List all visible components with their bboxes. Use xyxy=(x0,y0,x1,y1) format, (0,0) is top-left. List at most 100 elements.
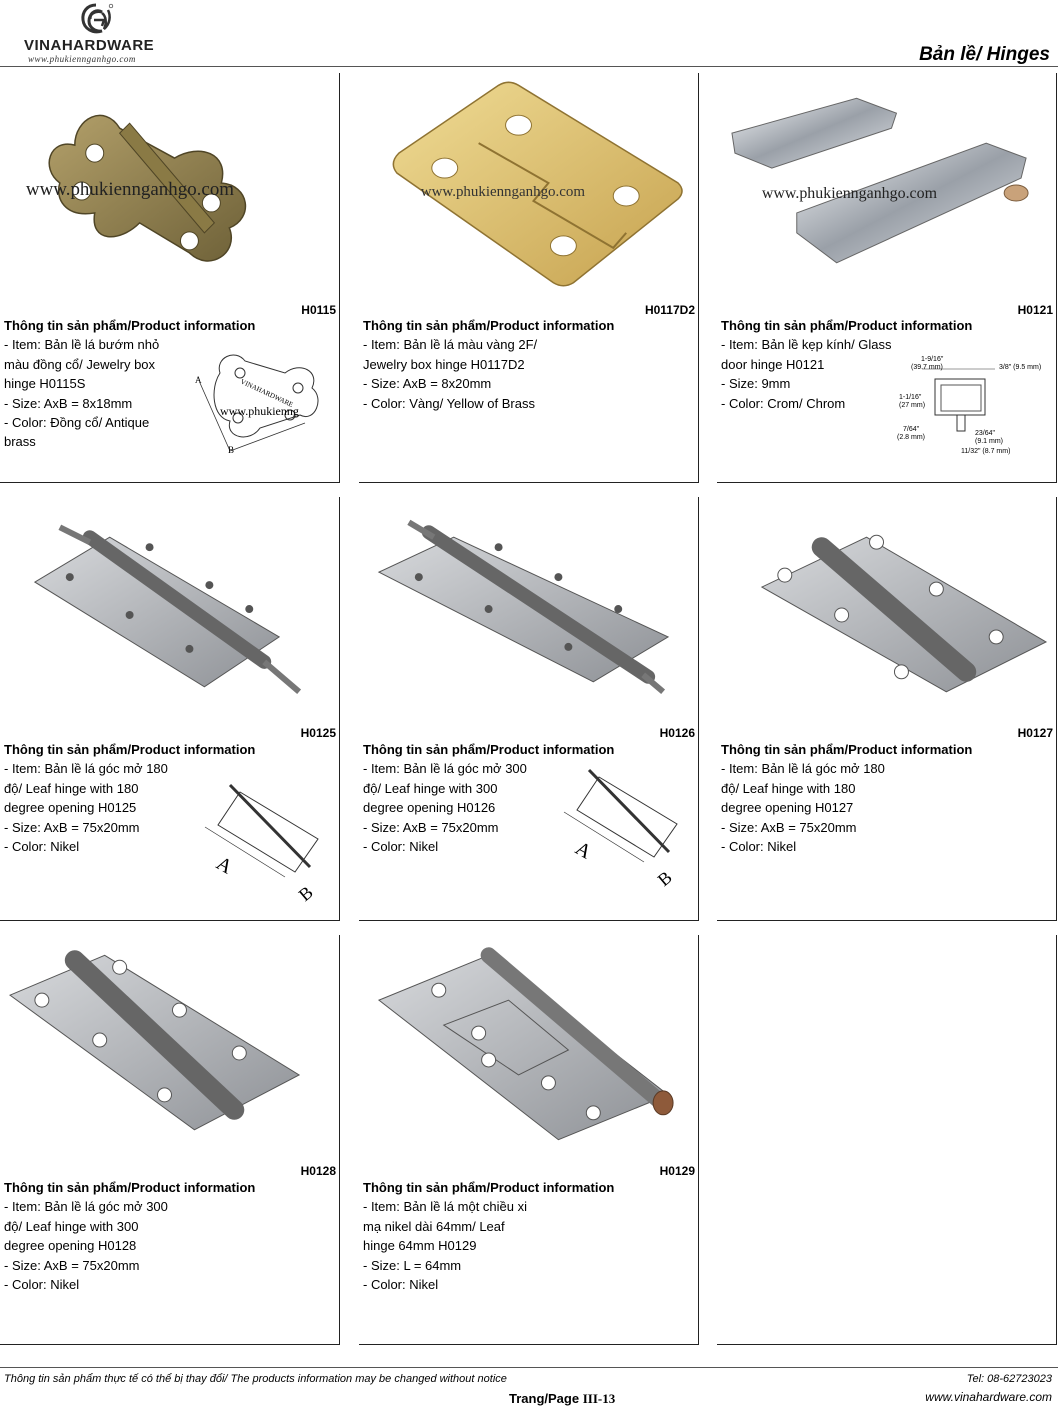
header-divider xyxy=(0,66,1058,67)
dimension-label: (27 mm) xyxy=(899,402,925,409)
footer-notice: Thông tin sản phẩm thực tế có thể bị tha… xyxy=(4,1373,507,1385)
footer-phone: Tel: 08-62723023 xyxy=(966,1373,1052,1385)
info-line: mạ nikel dài 64mm/ Leaf xyxy=(363,1218,505,1234)
technical-drawing: A B xyxy=(563,768,678,890)
product-photo xyxy=(33,524,302,695)
info-line: - Item: Bản lề kẹp kính/ Glass xyxy=(721,337,892,353)
dimension-label-b: B xyxy=(654,867,676,890)
swirl-g-logo-icon xyxy=(81,3,114,34)
info-line: - Size: AxB = 75x20mm xyxy=(363,819,499,835)
info-line: - Color: Crom/ Chrom xyxy=(721,395,846,411)
dimension-label: 1-9/16" xyxy=(921,356,944,363)
product-photo xyxy=(760,534,1048,693)
info-line: - Item: Bản lề lá góc mở 180 xyxy=(4,761,168,777)
info-line: - Color: Vàng/ Yellow of Brass xyxy=(363,395,535,411)
info-line: degree opening H0127 xyxy=(721,800,854,816)
technical-drawing: A B VINAHARDWARE www.phukienng xyxy=(195,354,319,455)
product-info: Thông tin sản phẩm/Product information -… xyxy=(363,1178,614,1294)
info-line: degree opening H0128 xyxy=(4,1238,137,1254)
info-line: degree opening H0125 xyxy=(4,800,137,816)
info-line: - Item: Bản lề lá góc mở 300 xyxy=(363,761,527,777)
info-line: độ/ Leaf hinge with 180 xyxy=(721,780,856,796)
product-card-h0128: H0128 Thông tin sản phẩm/Product informa… xyxy=(0,935,340,1345)
info-line: - Item: Bản lề lá góc mở 300 xyxy=(4,1199,168,1215)
section-title: Bản lề/ Hinges xyxy=(919,44,1050,65)
info-line: - Size: 9mm xyxy=(721,376,791,392)
dimension-label: (2.8 mm) xyxy=(897,434,925,441)
info-line: - Color: Nikel xyxy=(363,1277,439,1293)
product-photo xyxy=(377,947,674,1141)
footer-website[interactable]: www.vinahardware.com xyxy=(925,1390,1052,1404)
dimension-label-a: A xyxy=(213,852,237,879)
product-photo xyxy=(8,950,301,1131)
info-line: hinge 64mm H0129 xyxy=(363,1238,477,1254)
page-header: VINAHARDWARE www.phukiennganhgo.com Bản … xyxy=(0,0,1058,70)
product-card-h0117d2: www.phukiennganhgo.com H0117D2 Thông tin… xyxy=(359,73,699,483)
brand-url: www.phukiennganhgo.com xyxy=(28,54,136,64)
footer-divider xyxy=(0,1367,1058,1368)
info-line: - Size: L = 64mm xyxy=(363,1257,462,1273)
info-line: - Item: Bản lề lá bướm nhỏ xyxy=(4,337,160,353)
info-heading: Thông tin sản phẩm/Product information xyxy=(721,318,973,333)
info-line: degree opening H0126 xyxy=(363,800,496,816)
product-card-h0129: H0129 Thông tin sản phẩm/Product informa… xyxy=(359,935,699,1345)
watermark-text: www.phukiennganhgo.com xyxy=(421,184,586,200)
product-code: H0128 xyxy=(300,1164,336,1178)
product-card-h0126: H0126 Thông tin sản phẩm/Product informa… xyxy=(359,497,699,921)
product-card-h0121: www.phukiennganhgo.com H0121 Thông tin s… xyxy=(717,73,1057,483)
dimension-label: (9.1 mm) xyxy=(975,438,1003,445)
info-line: - Size: AxB = 8x20mm xyxy=(363,376,492,392)
info-line: - Color: Nikel xyxy=(721,839,797,855)
product-code: H0115 xyxy=(301,303,336,317)
product-info: Thông tin sản phẩm/Product information -… xyxy=(721,316,972,413)
product-info: Thông tin sản phẩm/Product information -… xyxy=(363,316,614,413)
info-line: Jewelry box hinge H0117D2 xyxy=(363,356,525,372)
info-line: độ/ Leaf hinge with 300 xyxy=(363,780,498,796)
watermark-text: www.phukiennganhgo.com xyxy=(762,185,938,202)
dimension-label: 23/64" xyxy=(975,430,996,437)
info-heading: Thông tin sản phẩm/Product information xyxy=(363,742,615,757)
page-label: Trang/Page xyxy=(509,1391,580,1406)
product-photo: www.phukiennganhgo.com xyxy=(26,114,247,262)
info-heading: Thông tin sản phẩm/Product information xyxy=(4,742,256,757)
product-code: H0117D2 xyxy=(644,303,695,317)
product-code: H0127 xyxy=(1017,726,1053,740)
info-line: - Item: Bản lề lá một chiều xi xyxy=(363,1199,528,1215)
product-code: H0129 xyxy=(659,1164,695,1178)
info-line: độ/ Leaf hinge with 180 xyxy=(4,780,139,796)
info-line: màu đồng cổ/ Jewelry box xyxy=(4,356,156,372)
info-heading: Thông tin sản phẩm/Product information xyxy=(721,742,973,757)
info-line: - Size: AxB = 75x20mm xyxy=(4,819,140,835)
dimension-label-a: A xyxy=(572,837,596,864)
drawing-url: www.phukienng xyxy=(220,404,299,418)
dimension-label-a: A xyxy=(195,375,202,385)
product-info: Thông tin sản phẩm/Product information -… xyxy=(721,740,972,856)
info-line: - Item: Bản lề lá góc mở 180 xyxy=(721,761,885,777)
empty-card xyxy=(717,935,1057,1345)
info-line: - Size: AxB = 75x20mm xyxy=(4,1257,140,1273)
product-card-h0127: H0127 Thông tin sản phẩm/Product informa… xyxy=(717,497,1057,921)
dimension-label: 1-1/16" xyxy=(899,394,922,401)
info-line: - Color: Nikel xyxy=(4,1277,80,1293)
product-info: Thông tin sản phẩm/Product information -… xyxy=(4,316,255,452)
product-info: Thông tin sản phẩm/Product information -… xyxy=(4,740,255,856)
info-line: - Color: Nikel xyxy=(4,839,80,855)
info-line: độ/ Leaf hinge with 300 xyxy=(4,1218,139,1234)
dimension-label: (39.7 mm) xyxy=(911,364,943,371)
page-number-value: III-13 xyxy=(582,1391,616,1406)
page-number: Trang/Page III-13 xyxy=(509,1391,615,1407)
info-line: - Size: AxB = 75x20mm xyxy=(721,819,857,835)
product-photo: www.phukiennganhgo.com xyxy=(392,81,683,287)
info-line: door hinge H0121 xyxy=(721,356,825,372)
info-line: - Item: Bản lề lá màu vàng 2F/ xyxy=(363,337,538,353)
product-info: Thông tin sản phẩm/Product information -… xyxy=(363,740,614,856)
info-heading: Thông tin sản phẩm/Product information xyxy=(4,318,256,333)
product-code: H0121 xyxy=(1017,303,1053,317)
product-card-h0125: H0125 Thông tin sản phẩm/Product informa… xyxy=(0,497,340,921)
dimension-label: 11/32" (8.7 mm) xyxy=(961,448,1010,455)
info-heading: Thông tin sản phẩm/Product information xyxy=(4,1180,256,1195)
dimension-label: 7/64" xyxy=(903,426,920,433)
dimension-label-b: B xyxy=(228,445,234,455)
info-line: hinge H0115S xyxy=(4,376,86,392)
brand-name: VINAHARDWARE xyxy=(24,37,155,54)
